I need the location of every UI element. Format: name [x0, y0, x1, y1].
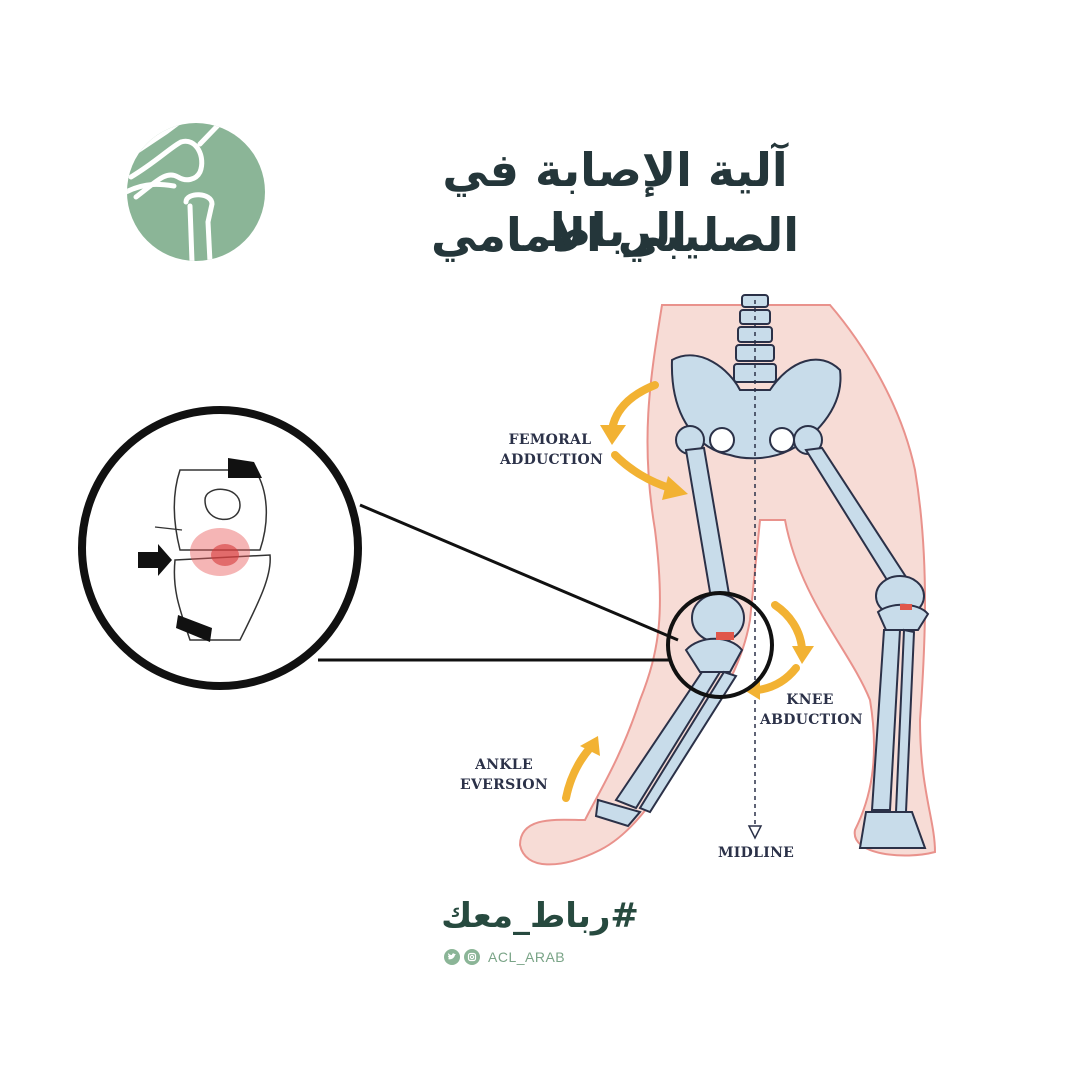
ankle-label-line2: EVERSION: [460, 777, 548, 793]
twitter-icon: [444, 949, 460, 965]
femoral-label-line1: FEMORAL: [508, 432, 592, 448]
social-handle: ACL_ARAB: [444, 948, 565, 966]
page-title-line2: الصليبي الامامي: [430, 208, 800, 262]
ankle-eversion-label: ANKLE EVERSION: [458, 755, 550, 795]
midline-label: MIDLINE: [718, 845, 795, 861]
zoomed-knee-joint: [173, 469, 271, 641]
femoral-label-line2: ADDUCTION: [500, 452, 604, 468]
femoral-adduction-label: FEMORAL ADDUCTION: [500, 430, 604, 470]
knee-abduction-label: KNEE ABDUCTION: [760, 690, 863, 730]
knee-label-line2: ABDUCTION: [760, 712, 863, 728]
motion-arrows: [562, 381, 806, 802]
left-foot-bones: [594, 798, 642, 828]
hashtag-text: #رباط_معك: [441, 896, 639, 936]
page-title-line1: آلية الإصابة في الرباط: [442, 143, 788, 257]
femoral-arrow-bottom: [611, 451, 674, 492]
femoral-arrow-top: [608, 381, 659, 434]
knee-logo-icon: [127, 123, 265, 261]
instagram-icon: [464, 949, 480, 965]
knee-arrow-top: [771, 601, 806, 652]
knee-label-line1: KNEE: [786, 692, 834, 708]
ankle-label-line1: ANKLE: [475, 757, 533, 773]
knee-arrow-bottom: [754, 664, 800, 694]
knee-focus-circle: [666, 591, 774, 699]
left-leg-bones: [614, 425, 745, 814]
ankle-arrow: [562, 744, 594, 802]
handle-text: ACL_ARAB: [488, 949, 566, 965]
right-leg-bones: [793, 425, 930, 849]
spine: [733, 294, 777, 383]
